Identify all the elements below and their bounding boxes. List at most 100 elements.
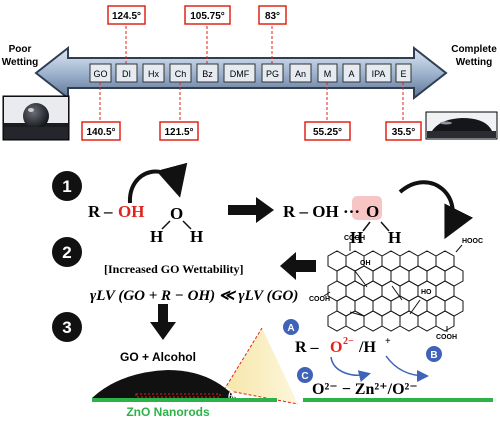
solvent-label: A (348, 69, 354, 79)
alcohol-oh: OH (118, 202, 144, 221)
drop-label: GO + Alcohol (120, 350, 196, 364)
svg-text:A: A (287, 323, 294, 334)
solvent-label: GO (93, 69, 107, 79)
tangent-line-upper (223, 327, 263, 391)
svg-text:OH: OH (360, 260, 371, 267)
angle-labels-bottom: 140.5° 121.5° 55.25° 35.5° (81, 121, 422, 141)
svg-text:C: C (301, 371, 308, 382)
solvent-label: Ch (175, 69, 187, 79)
svg-text:H: H (388, 228, 401, 247)
solvent-box: A (342, 63, 361, 83)
zno-substrate-right (303, 398, 493, 402)
svg-text:3: 3 (62, 318, 71, 337)
poor-wetting-label-2: Wetting (2, 57, 38, 68)
solvent-box: PG (261, 63, 284, 83)
solvent-label: E (400, 69, 406, 79)
contact-angle-label: 35.5° (392, 127, 415, 138)
hydrogen-bonded-complex: R – OH ··· O H H (283, 196, 401, 247)
reaction-arrow-right (228, 197, 274, 223)
water-molecule: O H H (150, 204, 203, 246)
alkoxide-suffix: /H (358, 339, 376, 356)
alcohol-r: R (88, 202, 101, 221)
curved-arrow-2 (398, 180, 474, 240)
alkoxide-ion: O (330, 339, 342, 356)
solvent-box: E (395, 63, 412, 83)
svg-text:H: H (190, 227, 203, 246)
zno-nanorods-label: ZnO Nanorods (126, 405, 210, 419)
graphene-oxide-groups: COOH HOOC OH HO COOH COOH (309, 235, 483, 341)
svg-text:2: 2 (62, 243, 71, 262)
droplet-photo-complete-wetting (425, 111, 498, 140)
svg-text:COOH: COOH (344, 235, 365, 242)
contact-angle-label: 140.5° (86, 127, 115, 138)
poor-wetting-label-1: Poor (9, 44, 32, 55)
solvent-box: DI (115, 63, 138, 83)
contact-angle-label: 105.75° (190, 11, 225, 22)
svg-text:R – OH: R – OH (283, 202, 339, 221)
contact-angle-arc (225, 387, 235, 399)
solvent-box: GO (89, 63, 112, 83)
badge-b: B (426, 346, 442, 362)
solvent-boxes: GO DI Hx Ch Bz DMF PG An M A IPA E (89, 63, 412, 83)
contact-angle-label: 55.25° (313, 127, 342, 138)
reaction-arrow-down (150, 304, 176, 340)
solvent-label: IPA (372, 69, 386, 79)
solvent-label: PG (266, 69, 279, 79)
go-alcohol-droplet (92, 370, 236, 398)
svg-text:O: O (366, 202, 379, 221)
svg-text:···: ··· (343, 202, 360, 221)
step-2-badge: 2 (52, 237, 82, 267)
svg-text:1: 1 (62, 177, 71, 196)
alkoxide-prefix: R – (295, 339, 320, 356)
step-3-badge: 3 (52, 312, 82, 342)
solvent-label: DI (122, 69, 131, 79)
droplet-photo-poor-wetting (2, 95, 70, 141)
alkoxide-charge: 2− (343, 336, 354, 347)
solvent-box: DMF (223, 63, 256, 83)
solvent-box: M (317, 63, 338, 83)
solvent-label: Bz (202, 69, 213, 79)
droplet-base-marker (135, 393, 221, 398)
solvent-label: DMF (230, 69, 250, 79)
complete-wetting-label-1: Complete (451, 44, 497, 55)
angle-labels-top: 124.5° 105.75° 83° (107, 5, 287, 25)
svg-text:COOH: COOH (309, 296, 330, 303)
contact-angle-label: 83° (265, 11, 280, 22)
svg-text:H: H (350, 228, 363, 247)
surface-tension-equation: γLV (GO + R − OH) ≪ γLV (GO) (90, 288, 298, 304)
solvent-box: Hx (142, 63, 165, 83)
svg-text:COOH: COOH (436, 334, 457, 341)
curved-arrow-1 (127, 162, 188, 204)
solvent-box: IPA (365, 63, 392, 83)
alcohol-dash: – (103, 202, 113, 221)
step-2-caption: [Increased GO Wettability] (104, 262, 244, 276)
graphene-oxide-structure (327, 250, 464, 332)
svg-text:HOOC: HOOC (462, 238, 483, 245)
blue-arrow-2 (385, 355, 429, 382)
solvent-box: An (289, 63, 312, 83)
contact-angle-theta: θ (228, 391, 234, 402)
contact-angle-label: 121.5° (164, 127, 193, 138)
magnified-view-cone (224, 328, 298, 404)
solvent-box: Ch (169, 63, 192, 83)
reaction-arrow-left (280, 252, 316, 280)
svg-text:H: H (150, 227, 163, 246)
complete-wetting-label-2: Wetting (456, 57, 492, 68)
tangent-line-lower (223, 389, 299, 405)
badge-a: A (283, 319, 299, 335)
solvent-label: An (295, 69, 306, 79)
solvent-label: M (324, 69, 332, 79)
solvent-label: Hx (148, 69, 159, 79)
zinc-oxide-bridge: O²⁻ − Zn²⁺/O²⁻ (312, 381, 418, 398)
solvent-box: Bz (196, 63, 219, 83)
alkoxide-plus: + (385, 336, 391, 347)
svg-text:HO: HO (421, 289, 432, 296)
badge-c: C (297, 367, 313, 383)
contact-angle-label: 124.5° (112, 11, 141, 22)
svg-text:B: B (430, 350, 437, 361)
svg-text:O: O (170, 204, 183, 223)
angle-leader-lines (99, 26, 404, 121)
zno-substrate-left (92, 398, 277, 402)
blue-arrow-1 (330, 356, 371, 382)
